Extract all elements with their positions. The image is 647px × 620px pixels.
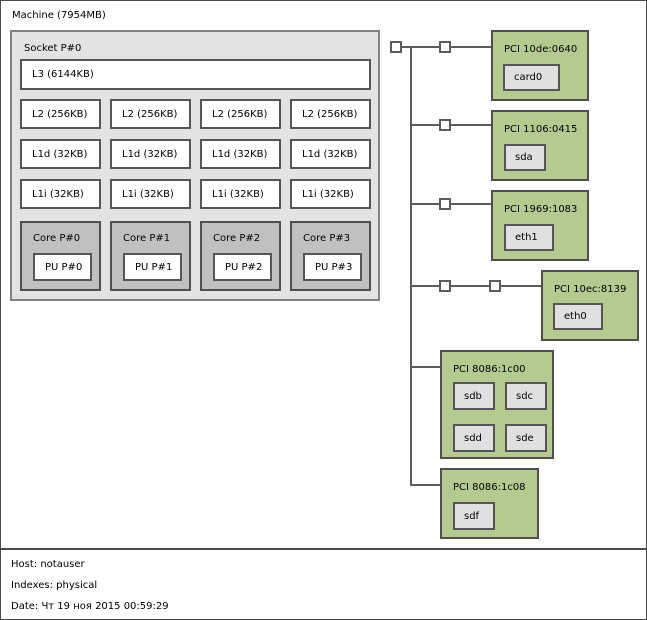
pu-label: PU P#2 bbox=[225, 261, 263, 273]
pci-bridge-node bbox=[439, 119, 451, 131]
l2-cache-label: L2 (256KB) bbox=[212, 108, 268, 120]
pci-bridge-node bbox=[439, 41, 451, 53]
footer-host: Host: notauser bbox=[11, 559, 85, 570]
core-label: Core P#2 bbox=[213, 233, 261, 244]
pci-tree-branch-line bbox=[410, 484, 440, 486]
pci-device-label: PCI 1969:1083 bbox=[504, 204, 578, 215]
l1i-cache-box: L1i (32KB) bbox=[290, 179, 371, 209]
pci-device-label: PCI 8086:1c08 bbox=[453, 482, 526, 493]
l1d-cache-box: L1d (32KB) bbox=[110, 139, 191, 169]
l1i-cache-box: L1i (32KB) bbox=[20, 179, 101, 209]
core-label: Core P#1 bbox=[123, 233, 171, 244]
l1i-cache-label: L1i (32KB) bbox=[302, 188, 354, 200]
os-device-box: sdf bbox=[453, 502, 495, 530]
l1d-cache-label: L1d (32KB) bbox=[302, 148, 358, 160]
l2-cache-box: L2 (256KB) bbox=[20, 99, 101, 129]
footer-date: Date: Чт 19 ноя 2015 00:59:29 bbox=[11, 601, 169, 612]
os-device-box: sda bbox=[504, 144, 546, 171]
os-device-box: eth1 bbox=[504, 224, 554, 251]
os-device-box: sdb bbox=[453, 382, 495, 410]
l2-cache-box: L2 (256KB) bbox=[200, 99, 281, 129]
os-device-box: card0 bbox=[503, 64, 560, 91]
l2-cache-box: L2 (256KB) bbox=[290, 99, 371, 129]
pu-box: PU P#0 bbox=[33, 253, 92, 281]
pci-device-label: PCI 10de:0640 bbox=[504, 44, 578, 55]
l2-cache-label: L2 (256KB) bbox=[122, 108, 178, 120]
l2-cache-box: L2 (256KB) bbox=[110, 99, 191, 129]
l1i-cache-label: L1i (32KB) bbox=[212, 188, 264, 200]
l1i-cache-label: L1i (32KB) bbox=[32, 188, 84, 200]
l3-cache-box: L3 (6144KB) bbox=[20, 59, 371, 90]
l1d-cache-label: L1d (32KB) bbox=[122, 148, 178, 160]
pu-label: PU P#3 bbox=[315, 261, 353, 273]
l1i-cache-label: L1i (32KB) bbox=[122, 188, 174, 200]
pci-device-label: PCI 10ec:8139 bbox=[554, 284, 627, 295]
pci-bridge-node bbox=[439, 280, 451, 292]
pci-tree-branch-line bbox=[410, 285, 541, 287]
machine-label: Machine (7954MB) bbox=[12, 10, 106, 21]
pci-tree-branch-line bbox=[410, 366, 440, 368]
pci-device-label: PCI 8086:1c00 bbox=[453, 364, 526, 375]
core-label: Core P#0 bbox=[33, 233, 81, 244]
os-device-label: sdc bbox=[516, 390, 534, 402]
pci-device-box: PCI 1969:1083 eth1 bbox=[491, 190, 589, 261]
os-device-label: card0 bbox=[514, 72, 543, 83]
socket-label: Socket P#0 bbox=[24, 43, 82, 54]
pci-tree-trunk-line bbox=[410, 46, 412, 486]
core-box: Core P#0 PU P#0 bbox=[20, 221, 101, 291]
pu-box: PU P#3 bbox=[303, 253, 362, 281]
os-device-label: eth1 bbox=[515, 232, 538, 243]
os-device-label: sdb bbox=[464, 390, 482, 402]
os-device-box: sdd bbox=[453, 424, 495, 452]
hostbridge-node bbox=[390, 41, 402, 53]
footer-indexes: Indexes: physical bbox=[11, 580, 98, 591]
l1d-cache-box: L1d (32KB) bbox=[20, 139, 101, 169]
l3-cache-label: L3 (6144KB) bbox=[32, 69, 94, 80]
os-device-label: sde bbox=[516, 432, 534, 444]
pu-box: PU P#2 bbox=[213, 253, 272, 281]
l1d-cache-box: L1d (32KB) bbox=[200, 139, 281, 169]
pci-device-box: PCI 10ec:8139 eth0 bbox=[541, 270, 639, 341]
l2-cache-label: L2 (256KB) bbox=[302, 108, 358, 120]
l1d-cache-label: L1d (32KB) bbox=[32, 148, 88, 160]
pu-box: PU P#1 bbox=[123, 253, 182, 281]
core-box: Core P#2 PU P#2 bbox=[200, 221, 281, 291]
os-device-box: sdc bbox=[505, 382, 547, 410]
l1d-cache-box: L1d (32KB) bbox=[290, 139, 371, 169]
core-label: Core P#3 bbox=[303, 233, 351, 244]
pci-bridge-node bbox=[439, 198, 451, 210]
pci-device-box: PCI 10de:0640 card0 bbox=[491, 30, 589, 101]
core-box: Core P#3 PU P#3 bbox=[290, 221, 371, 291]
os-device-label: sda bbox=[515, 152, 533, 163]
os-device-label: sdf bbox=[464, 510, 480, 522]
pu-label: PU P#0 bbox=[45, 261, 83, 273]
pci-bridge-node bbox=[489, 280, 501, 292]
os-device-box: eth0 bbox=[553, 303, 603, 330]
pci-device-box: PCI 1106:0415 sda bbox=[491, 110, 589, 181]
footer-divider bbox=[1, 548, 646, 550]
l1i-cache-box: L1i (32KB) bbox=[200, 179, 281, 209]
l2-cache-label: L2 (256KB) bbox=[32, 108, 88, 120]
l1i-cache-box: L1i (32KB) bbox=[110, 179, 191, 209]
pci-device-label: PCI 1106:0415 bbox=[504, 124, 578, 135]
os-device-label: eth0 bbox=[564, 311, 587, 322]
os-device-box: sde bbox=[505, 424, 547, 452]
l1d-cache-label: L1d (32KB) bbox=[212, 148, 268, 160]
pu-label: PU P#1 bbox=[135, 261, 173, 273]
pci-device-box: PCI 8086:1c00 sdb sdc sdd sde bbox=[440, 350, 554, 459]
core-box: Core P#1 PU P#1 bbox=[110, 221, 191, 291]
pci-device-box: PCI 8086:1c08 sdf bbox=[440, 468, 539, 539]
os-device-label: sdd bbox=[464, 432, 482, 444]
